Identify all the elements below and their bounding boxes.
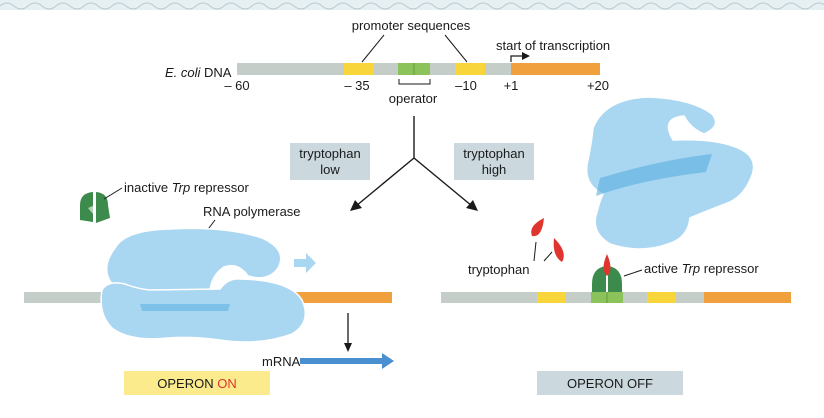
promoter-pointer-left (361, 34, 385, 63)
inactive-repressor-label: inactive Trp repressor (124, 180, 249, 195)
right-gene (704, 292, 791, 303)
position-minus35: – 35 (344, 78, 369, 93)
right-promoter-1 (537, 292, 566, 303)
tryptophan-label: tryptophan (468, 262, 529, 277)
left-panel: inactive Trp repressor RNA polymerase mR… (24, 180, 394, 395)
position-plus20: +20 (587, 78, 609, 93)
branch-arrows (350, 116, 478, 211)
mrna-label: mRNA (262, 354, 301, 369)
polymerase-direction-arrow (294, 253, 316, 273)
rna-polymerase-label: RNA polymerase (203, 204, 301, 219)
down-arrow-head (344, 343, 352, 352)
free-tryptophan-1 (531, 218, 544, 237)
top-promoter-minus35 (344, 63, 374, 75)
start-transcription-label: start of transcription (496, 38, 610, 53)
position-minus60: – 60 (224, 78, 249, 93)
condition-high-box: tryptophan high (454, 143, 534, 180)
transcription-start-arrow (510, 55, 524, 62)
active-repressor-label: active Trp repressor (644, 261, 759, 276)
promoter-label: promoter sequences (352, 18, 471, 33)
promoter-pointer-right (444, 34, 468, 63)
svg-text:low: low (320, 162, 340, 177)
top-gene-segment (511, 63, 600, 75)
top-promoter-minus10 (455, 63, 485, 75)
operator-bracket (398, 79, 431, 85)
svg-text:tryptophan: tryptophan (463, 146, 524, 161)
position-plus1: +1 (504, 78, 519, 93)
condition-low-box: tryptophan low (290, 143, 370, 180)
dna-label: E. coli DNA (165, 65, 232, 80)
svg-text:OPERON OFF: OPERON OFF (567, 376, 653, 391)
arrow-head-right (466, 200, 478, 211)
arrow-head-left (350, 200, 362, 211)
right-promoter-2 (647, 292, 676, 303)
top-dna-map: E. coli DNA promoter sequences start of … (165, 18, 610, 106)
left-gene (292, 292, 392, 303)
operator-label: operator (389, 91, 438, 106)
right-panel: tryptophan active Trp repressor OPERON O… (441, 96, 791, 395)
free-tryptophan-2 (553, 238, 564, 262)
inactive-repressor (80, 192, 110, 223)
position-minus10: –10 (455, 78, 477, 93)
operon-off-box: OPERON OFF (537, 371, 683, 395)
operon-on-box: OPERON ON (124, 371, 270, 395)
svg-text:tryptophan: tryptophan (299, 146, 360, 161)
svg-text:OPERON ON: OPERON ON (157, 376, 236, 391)
decorative-top-border (0, 0, 824, 10)
mrna-arrow (300, 353, 394, 369)
svg-text:high: high (482, 162, 507, 177)
bound-tryptophan (603, 254, 611, 276)
active-repressor (592, 266, 622, 292)
